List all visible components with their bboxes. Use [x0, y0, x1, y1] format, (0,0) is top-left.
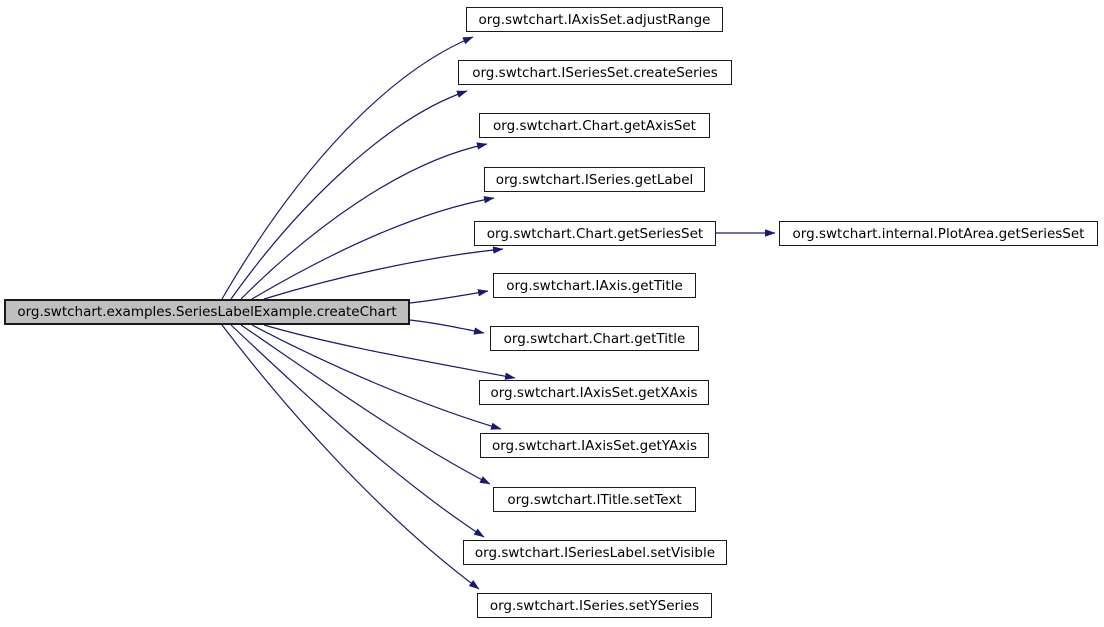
edge-createChart-to-setYSeries — [221, 324, 480, 590]
graph-node-chartGetTitle[interactable]: org.swtchart.Chart.getTitle — [490, 326, 699, 351]
graph-node-createSeries[interactable]: org.swtchart.ISeriesSet.createSeries — [458, 60, 732, 85]
graph-node-createChart: org.swtchart.examples.SeriesLabelExample… — [4, 299, 410, 325]
edge-createChart-to-createSeries — [230, 90, 468, 300]
graph-node-getLabel[interactable]: org.swtchart.ISeries.getLabel — [484, 167, 705, 192]
graph-node-plotAreaGetSeriesSet[interactable]: org.swtchart.internal.PlotArea.getSeries… — [779, 221, 1098, 246]
edge-createChart-to-getSeriesSet — [263, 246, 504, 300]
edge-createChart-to-getLabel — [251, 196, 495, 300]
edge-createChart-to-setVisible — [230, 324, 485, 538]
edge-createChart-to-getXAxis — [263, 324, 516, 380]
edge-createChart-to-setText — [240, 324, 491, 485]
edge-createChart-to-getAxisSet — [240, 142, 488, 300]
graph-node-setVisible[interactable]: org.swtchart.ISeriesLabel.setVisible — [463, 540, 727, 565]
edge-createChart-to-iaxisGetTitle — [409, 289, 489, 304]
graph-node-getXAxis[interactable]: org.swtchart.IAxisSet.getXAxis — [479, 380, 709, 405]
edge-createChart-to-adjustRange — [221, 36, 474, 300]
graph-node-iaxisGetTitle[interactable]: org.swtchart.IAxis.getTitle — [493, 273, 696, 298]
graph-node-setText[interactable]: org.swtchart.ITitle.setText — [493, 487, 696, 512]
edge-createChart-to-chartGetTitle — [409, 319, 485, 335]
graph-node-adjustRange[interactable]: org.swtchart.IAxisSet.adjustRange — [466, 7, 723, 32]
graph-node-getSeriesSet[interactable]: org.swtchart.Chart.getSeriesSet — [474, 221, 716, 246]
graph-node-setYSeries[interactable]: org.swtchart.ISeries.setYSeries — [477, 593, 712, 618]
graph-node-getYAxis[interactable]: org.swtchart.IAxisSet.getYAxis — [480, 433, 709, 458]
graph-node-getAxisSet[interactable]: org.swtchart.Chart.getAxisSet — [479, 113, 710, 138]
edge-createChart-to-getYAxis — [251, 324, 502, 430]
